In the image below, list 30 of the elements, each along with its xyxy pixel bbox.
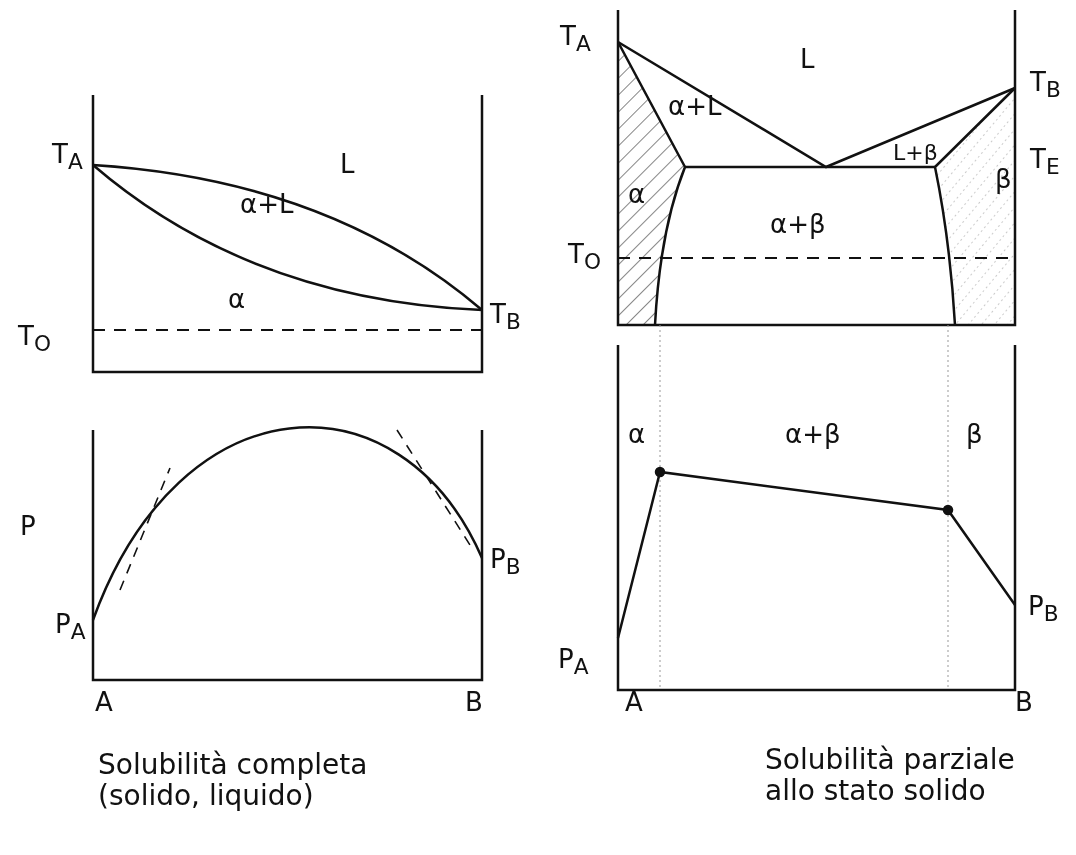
axis-label: A <box>95 688 113 717</box>
phase-label: L <box>340 150 355 179</box>
phase-label: α+L <box>668 92 722 121</box>
phase-label: α+L <box>240 190 294 219</box>
axis-label: T$_{E}$ <box>1030 145 1060 179</box>
axis-label: P$_{B}$ <box>490 545 521 579</box>
phase-label: α <box>228 285 246 314</box>
phase-label: L+β <box>893 141 938 166</box>
phase-label: α <box>628 420 646 449</box>
caption: Solubilità parziale allo stato solido <box>765 745 1016 807</box>
phase-label: α+β <box>770 210 826 239</box>
axis-label: P <box>20 512 36 541</box>
axis-label: T$_{B}$ <box>490 300 521 334</box>
axis-label: B <box>1015 688 1033 717</box>
phase-label: β <box>995 165 1012 194</box>
axis-label: B <box>465 688 483 717</box>
caption: Solubilità completa (solido, liquido) <box>98 750 369 812</box>
phase-label: α+β <box>785 420 841 449</box>
axis-label: P$_{B}$ <box>1028 592 1059 626</box>
phase-label: L <box>800 45 815 74</box>
phase-label: β <box>966 420 983 449</box>
axis-label: A <box>625 688 643 717</box>
axis-label: T$_{B}$ <box>1030 68 1061 102</box>
axis-label: T$_{O}$ <box>18 322 51 356</box>
axis-label: P$_{A}$ <box>55 610 86 644</box>
axis-label: T$_{O}$ <box>568 240 601 274</box>
phase-label: α <box>628 180 646 209</box>
axis-label: T$_{A}$ <box>560 22 591 56</box>
axis-label: T$_{A}$ <box>52 140 83 174</box>
axis-label: P$_{A}$ <box>558 645 589 679</box>
